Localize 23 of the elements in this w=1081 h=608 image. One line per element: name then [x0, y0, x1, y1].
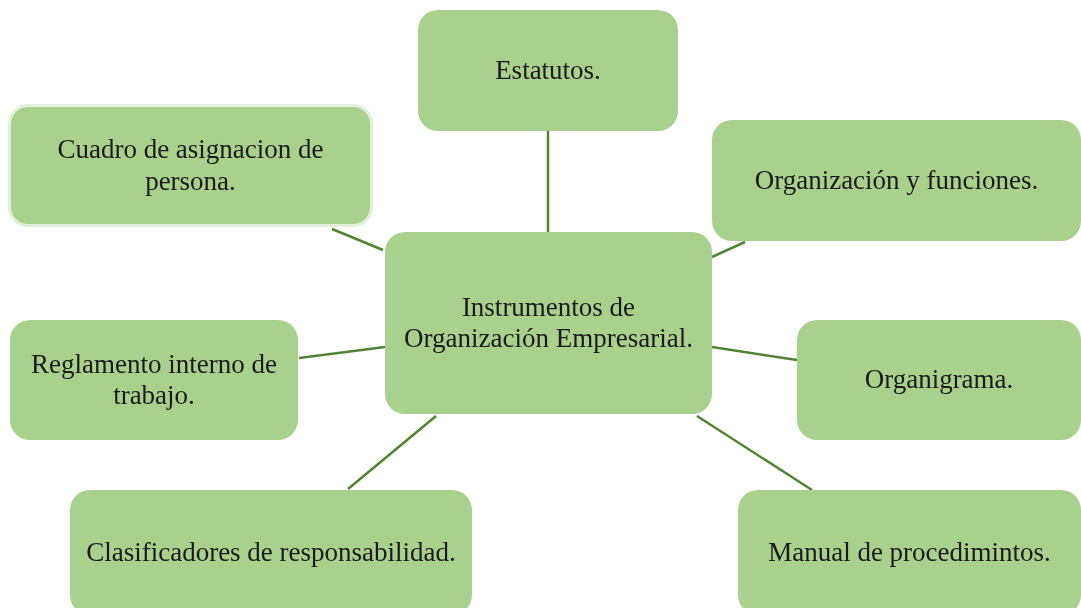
topic-box	[418, 10, 678, 131]
connector-line	[546, 131, 550, 232]
connector-line	[298, 345, 386, 360]
connector-line	[696, 414, 813, 492]
topic-box	[10, 320, 298, 440]
topic-box	[738, 490, 1081, 608]
topic-box	[70, 490, 472, 608]
node-label: Reglamento interno de trabajo.	[30, 348, 278, 412]
topic-box	[8, 104, 373, 227]
node-label: Organización y funciones.	[754, 164, 1039, 196]
connector-line	[711, 240, 746, 259]
topic-box	[712, 120, 1081, 241]
connector-line	[711, 345, 798, 362]
connector-line	[331, 227, 384, 252]
topic-box	[797, 320, 1081, 440]
central-node	[385, 232, 712, 414]
node-label: Manual de procedimintos.	[768, 536, 1051, 568]
node-label: Clasificadores de responsabilidad.	[86, 536, 456, 568]
node-label: Estatutos.	[495, 54, 601, 86]
node-label: Organigrama.	[864, 364, 1014, 396]
node-label: Instrumentos de Organización Empresarial.	[403, 291, 694, 355]
connector-line	[347, 415, 437, 490]
node-label: Cuadro de asignacion de persona.	[56, 134, 325, 197]
